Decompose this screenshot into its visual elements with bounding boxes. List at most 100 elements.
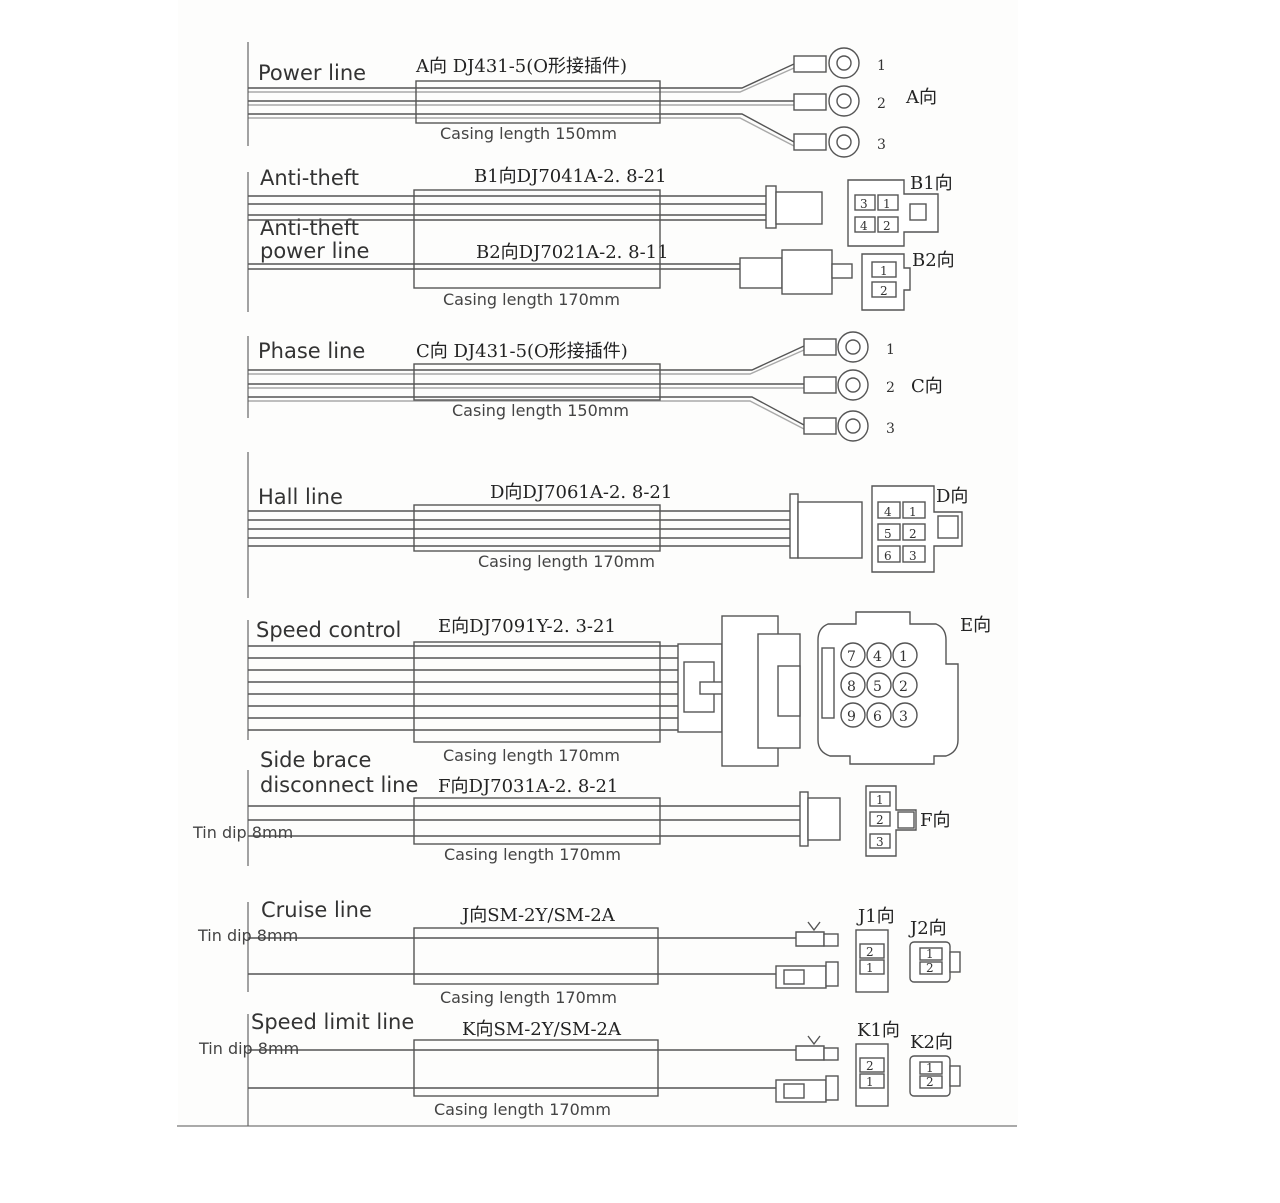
phase-line-label: Phase line (258, 339, 365, 363)
j1-pin-1: 1 (866, 961, 874, 975)
antitheft-section: Anti-theft Anti-theft power line B1向DJ70… (247, 166, 955, 312)
cruise-plugs (775, 921, 839, 989)
d-pin-1: 1 (909, 505, 917, 519)
d-pin-4: 4 (884, 505, 892, 519)
speed-limit-label: Speed limit line (251, 1010, 414, 1034)
antitheft-casing-length: Casing length 170mm (443, 290, 620, 309)
phase-ring-terminals (803, 331, 869, 442)
phase-pin-3: 3 (886, 421, 895, 437)
power-pin-1: 1 (877, 58, 886, 74)
j1-face-view (855, 929, 889, 993)
j1-direction-label: J1向 (856, 906, 895, 927)
speed-casing-box (413, 641, 661, 743)
side-casing-box (413, 797, 661, 845)
e-pin-2: 2 (899, 679, 908, 695)
cruise-line-label: Cruise line (261, 898, 372, 922)
side-tin-dip: Tin dip 8mm (192, 823, 293, 842)
side-wires (248, 805, 800, 837)
power-ring-terminals (793, 47, 860, 158)
k2-direction-label: K2向 (910, 1032, 953, 1053)
b1-pin-3: 3 (860, 197, 868, 211)
limit-part-number: K向SM-2Y/SM-2A (462, 1019, 622, 1040)
phase-wires (248, 345, 805, 426)
phase-casing-box (413, 363, 661, 401)
b1-face-view (847, 179, 939, 247)
cruise-casing-box (413, 927, 659, 985)
b2-face-view (861, 253, 911, 311)
b1-pin-4: 4 (860, 219, 868, 233)
k2-pin-2: 2 (926, 1075, 934, 1089)
k1-pin-1: 1 (866, 1075, 874, 1089)
e-pin-3: 3 (899, 709, 908, 725)
j1-pin-2: 2 (866, 945, 874, 959)
j2-pin-1: 1 (926, 947, 934, 961)
power-wires (248, 63, 795, 143)
b1-direction-label: B1向 (910, 173, 953, 194)
d-pin-5: 5 (884, 527, 892, 541)
d-face-view (871, 485, 963, 573)
hall-casing-length: Casing length 170mm (478, 552, 655, 571)
f-pin-2: 2 (876, 813, 884, 827)
e-pin-1: 1 (899, 649, 908, 665)
e-face-view (817, 611, 959, 765)
j2-pin-2: 2 (926, 961, 934, 975)
b1-pin-2: 2 (883, 219, 891, 233)
hall-line-section: Hall line D向DJ7061A-2. 8-21 4 1 5 2 6 3 … (247, 452, 968, 598)
limit-casing-length: Casing length 170mm (434, 1100, 611, 1119)
phase-line-section: Phase line C向 DJ431-5(O形接插件) 1 2 3 C向 Ca… (247, 331, 943, 442)
k1-face-view (855, 1043, 889, 1107)
b2-pin-2: 2 (880, 284, 888, 298)
antitheft-b2-wires (248, 263, 740, 270)
antitheft-power-label-line2: power line (260, 239, 369, 263)
phase-part-number: C向 DJ431-5(O形接插件) (416, 341, 628, 362)
k1-direction-label: K1向 (857, 1020, 900, 1041)
b2-pin-1: 1 (880, 264, 888, 278)
k2-face-view (909, 1055, 961, 1097)
antitheft-b1-wires (248, 195, 766, 221)
hall-casing-box (413, 504, 661, 552)
speed-wires (248, 645, 678, 731)
phase-wires-inner (248, 349, 805, 430)
cruise-part-number: J向SM-2Y/SM-2A (460, 905, 616, 926)
e-direction-label: E向 (960, 615, 991, 636)
power-pin-2: 2 (877, 96, 886, 112)
k1-pin-2: 2 (866, 1059, 874, 1073)
d-pin-6: 6 (884, 549, 892, 563)
cruise-line-section: Cruise line J向SM-2Y/SM-2A Tin dip 8mm 2 … (197, 898, 961, 1007)
b1-pin-1: 1 (883, 197, 891, 211)
power-wires-inner (248, 67, 795, 147)
limit-casing-box (413, 1039, 659, 1097)
power-casing-box (415, 80, 661, 124)
cruise-casing-length: Casing length 170mm (440, 988, 617, 1007)
f-face-view (865, 785, 917, 857)
f-pin-1: 1 (876, 793, 884, 807)
speed-limit-section: Speed limit line K向SM-2Y/SM-2A Tin dip 8… (198, 1010, 961, 1126)
power-casing-length: Casing length 150mm (440, 124, 617, 143)
antitheft-casing-box (413, 189, 661, 289)
f-direction-label: F向 (920, 810, 951, 831)
j2-direction-label: J2向 (908, 918, 947, 939)
speed-control-label: Speed control (256, 618, 401, 642)
e-pin-5: 5 (873, 679, 882, 695)
k2-pin-1: 1 (926, 1061, 934, 1075)
power-part-number: A向 DJ431-5(O形接插件) (415, 56, 627, 77)
e-pin-8: 8 (847, 679, 856, 695)
d-direction-label: D向 (936, 486, 968, 507)
side-brace-section: Side brace disconnect line F向DJ7031A-2. … (192, 748, 951, 866)
limit-wires (248, 1049, 796, 1089)
f-pin-3: 3 (876, 835, 884, 849)
e-pin-9: 9 (847, 709, 856, 725)
side-plug (799, 791, 841, 847)
side-brace-label-line2: disconnect line (260, 773, 418, 797)
e-pin-6: 6 (873, 709, 882, 725)
speed-plug (677, 615, 801, 767)
power-line-label: Power line (258, 61, 366, 85)
antitheft-b1-part-number: B1向DJ7041A-2. 8-21 (474, 166, 667, 187)
side-brace-label-line1: Side brace (260, 748, 371, 772)
power-direction-label: A向 (905, 87, 937, 108)
power-pin-3: 3 (877, 137, 886, 153)
hall-plug (789, 493, 863, 559)
limit-plugs (775, 1035, 839, 1103)
speed-control-section: Speed control E向DJ7091Y-2. 3-21 7 4 1 8 … (247, 611, 991, 767)
